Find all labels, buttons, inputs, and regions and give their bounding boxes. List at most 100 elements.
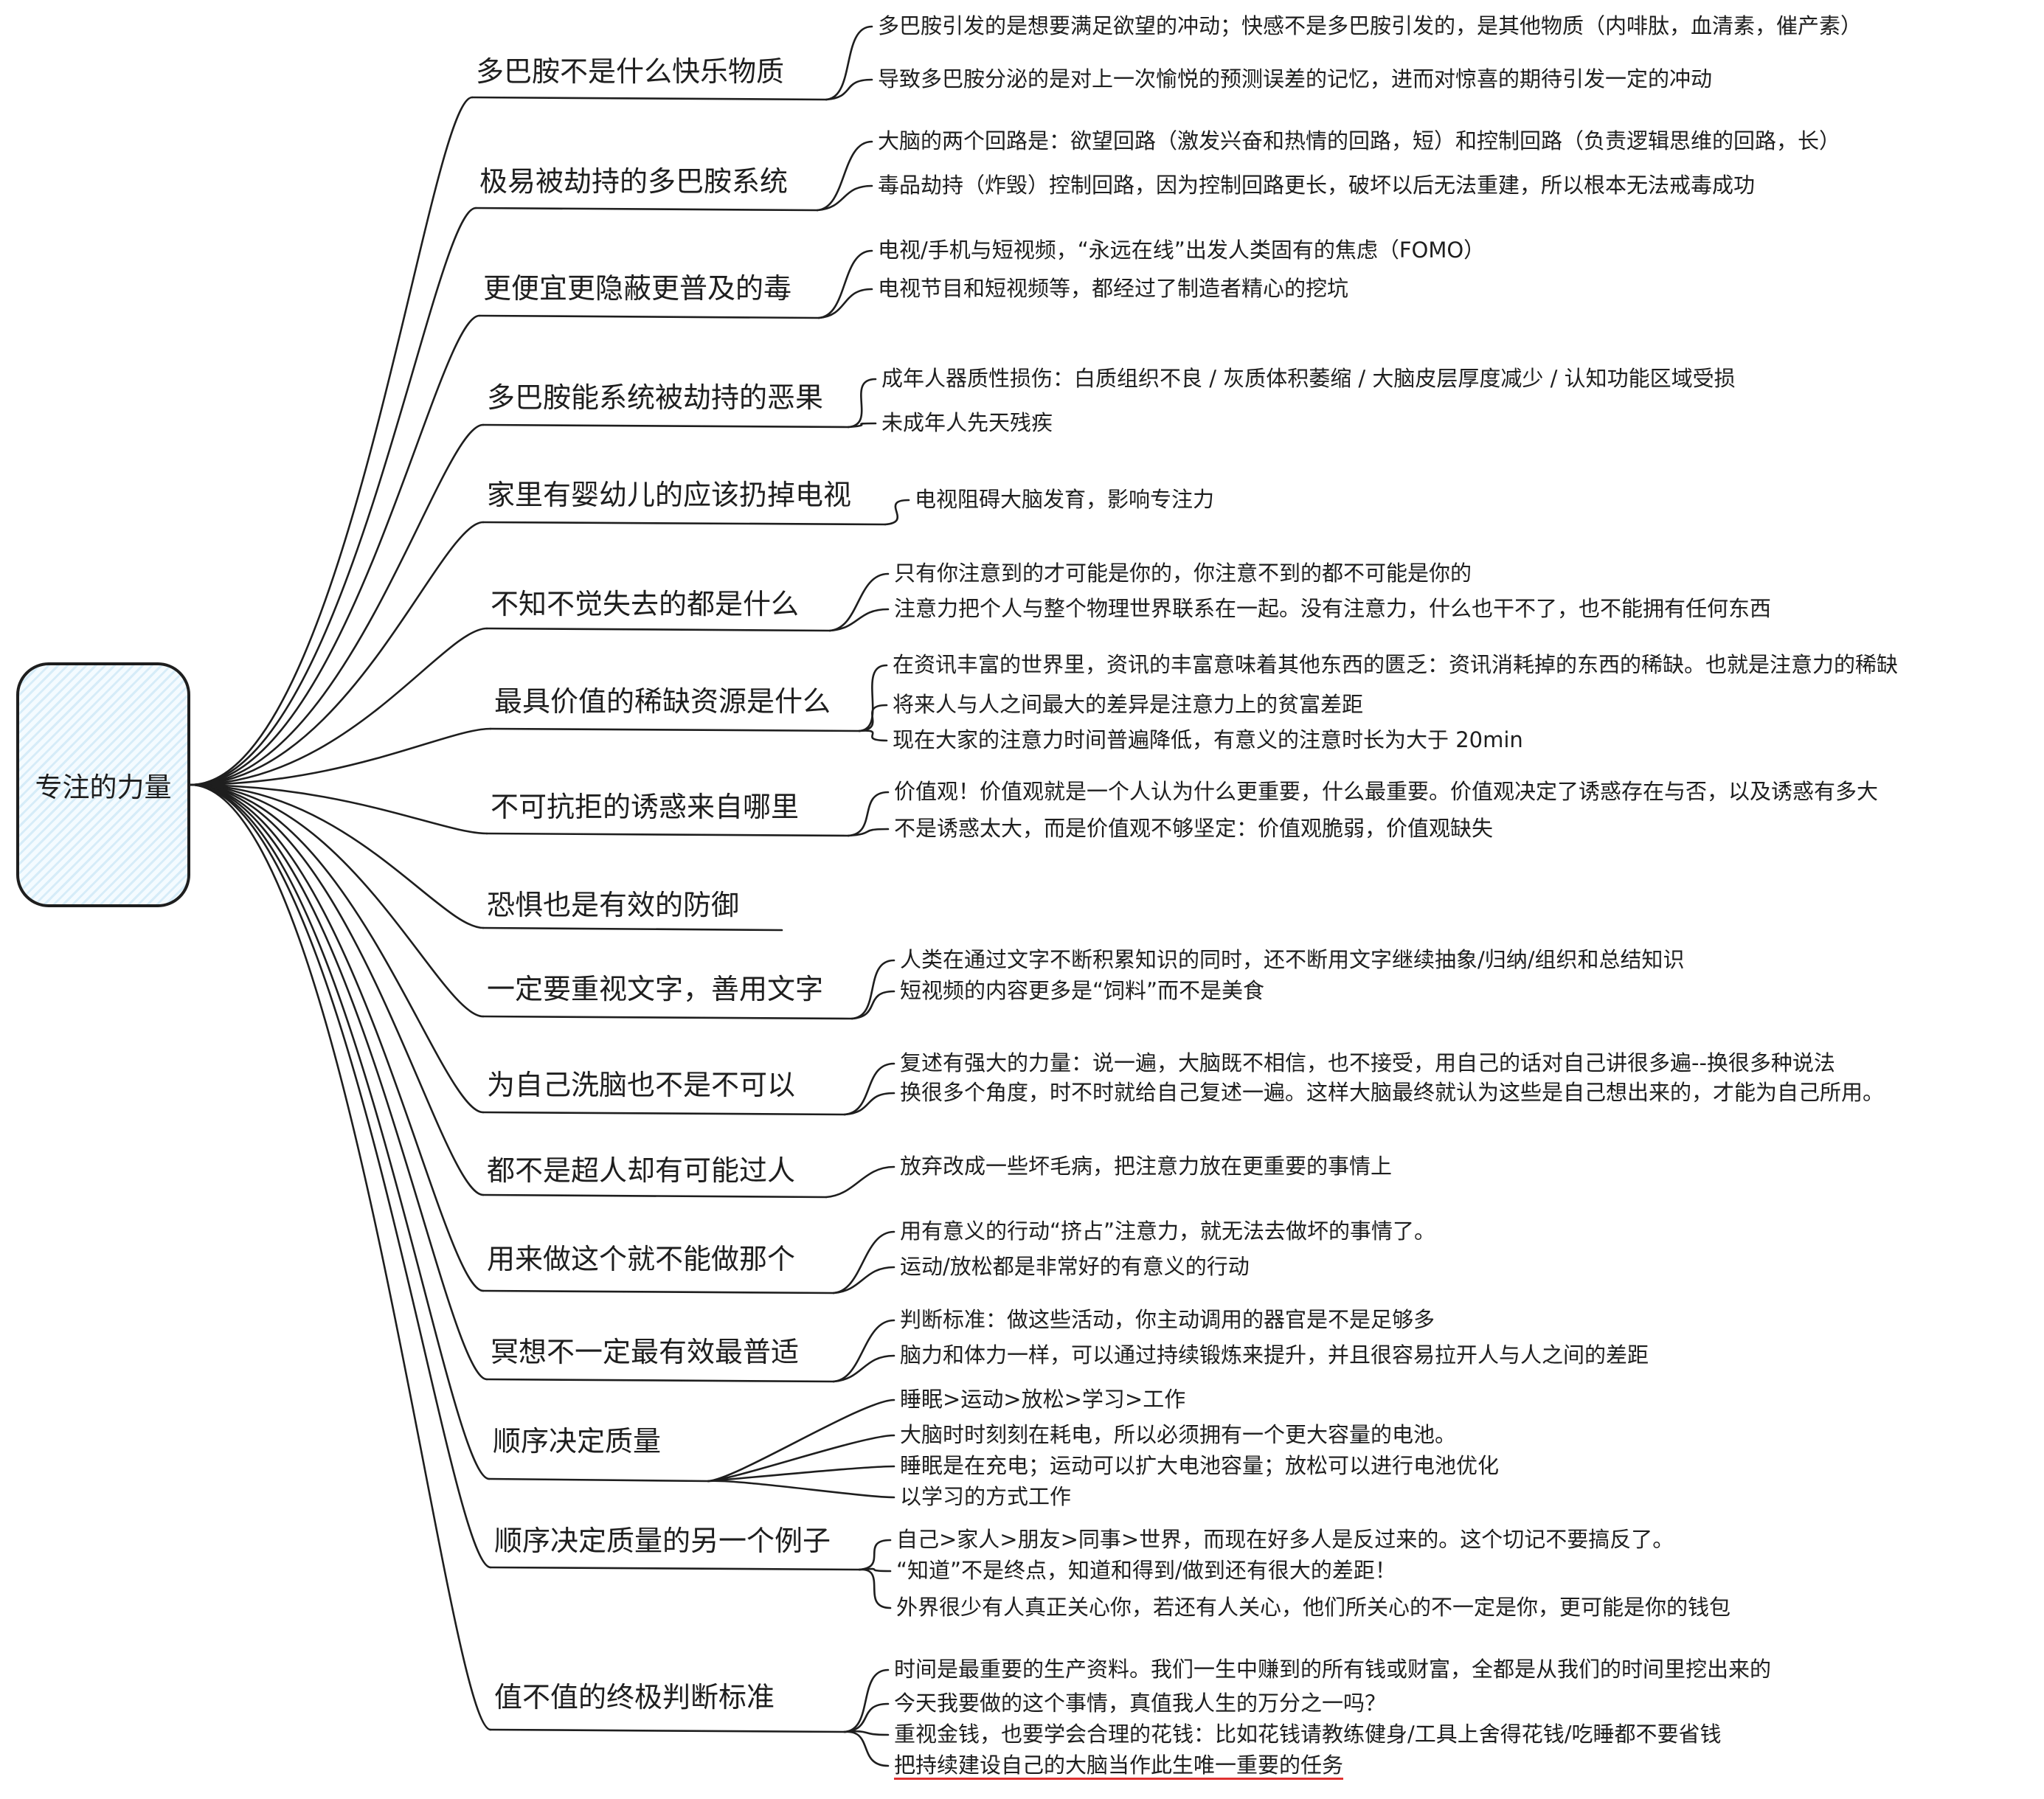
leaf-label[interactable]: 大脑时时刻刻在耗电，所以必须拥有一个更大容量的电池。 <box>900 1422 1457 1447</box>
branch-leaf-connector <box>832 1266 895 1294</box>
branch-leaf-connector <box>858 729 888 742</box>
branch-leaf-connector <box>707 1465 895 1483</box>
leaf-label[interactable]: 电视节目和短视频等，都经过了制造者精心的挖坑 <box>878 276 1349 301</box>
leaf-label[interactable]: 电视/手机与短视频，“永远在线”出发人类固有的焦虑（FOMO） <box>878 238 1486 263</box>
branch-label[interactable]: 冥想不一定最有效最普适 <box>491 1336 800 1368</box>
branch-leaf-connector <box>843 1730 890 1767</box>
branch-leaf-connector <box>832 1230 895 1294</box>
branch-leaf-connector <box>884 499 910 526</box>
leaf-label[interactable]: 导致多巴胺分泌的是对上一次愉悦的预测误差的记忆，进而对惊喜的期待引发一定的冲动 <box>878 66 1713 91</box>
leaf-label[interactable]: 将来人与人之间最大的差异是注意力上的贫富差距 <box>893 692 1364 717</box>
branch-label[interactable]: 为自己洗脑也不是不可以 <box>487 1069 796 1101</box>
branch-leaf-connector <box>707 1480 895 1499</box>
root-branch-connector <box>189 783 492 1731</box>
root-branch-connector <box>189 783 491 1480</box>
branch-label[interactable]: 值不值的终极判断标准 <box>494 1681 775 1713</box>
branch-label[interactable]: 家里有婴幼儿的应该扔掉电视 <box>487 479 852 511</box>
branch-label[interactable]: 不知不觉失去的都是什么 <box>491 588 800 620</box>
branch-leaf-connector <box>858 1568 892 1609</box>
leaf-label[interactable]: 现在大家的注意力时间普遍降低，有意义的注意时长为大于 20min <box>893 727 1523 752</box>
leaf-label[interactable]: 大脑的两个回路是：欲望回路（激发兴奋和热情的回路，短）和控制回路（负责逻辑思维的… <box>878 128 1841 153</box>
leaf-label[interactable]: 多巴胺引发的是想要满足欲望的冲动；快感不是多巴胺引发的，是其他物质（内啡肽，血清… <box>878 13 1863 38</box>
branch-label[interactable]: 顺序决定质量 <box>493 1425 662 1457</box>
leaf-label[interactable]: 放弃改成一些坏毛病，把注意力放在更重要的事情上 <box>900 1154 1393 1179</box>
leaf-label[interactable]: 电视阻碍大脑发育，影响专注力 <box>915 487 1215 512</box>
branch-leaf-connector <box>843 1702 890 1733</box>
branch-underline <box>482 423 850 429</box>
leaf-label[interactable]: 注意力把个人与整个物理世界联系在一起。没有注意力，什么也干不了，也不能拥有任何东… <box>894 596 1772 621</box>
branch-leaf-connector <box>847 422 877 429</box>
root-branch-connector <box>189 783 492 1569</box>
branch-label[interactable]: 不可抗拒的诱惑来自哪里 <box>491 791 800 823</box>
leaf-label[interactable]: 换很多个角度，时不时就给自己复述一遍。这样大脑最终就认为这些是自己想出来的，才能… <box>900 1080 1885 1105</box>
root-node[interactable]: 专注的力量 <box>16 662 190 907</box>
leaf-label[interactable]: 时间是最重要的生产资料。我们一生中赚到的所有钱或财富，全都是从我们的时间里挖出来… <box>894 1657 1772 1682</box>
leaf-label[interactable]: 短视频的内容更多是“饲料”而不是美食 <box>900 978 1265 1003</box>
leaf-label[interactable]: 人类在通过文字不断积累知识的同时，还不断用文字继续抽象/归纳/组织和总结知识 <box>900 947 1685 972</box>
leaf-label[interactable]: 睡眠是在充电；运动可以扩大电池容量；放松可以进行电池优化 <box>900 1453 1500 1478</box>
branch-leaf-connector <box>707 1398 895 1483</box>
leaf-label[interactable]: 外界很少有人真正关心你，若还有人关心，他们所关心的不一定是你，更可能是你的钱包 <box>896 1595 1731 1620</box>
leaf-label[interactable]: 价值观！价值观就是一个人认为什么更重要，什么最重要。价值观决定了诱惑存在与否，以… <box>894 779 1879 804</box>
branch-leaf-connector <box>825 78 873 101</box>
leaf-label[interactable]: 判断标准：做这些活动，你主动调用的器官是不是足够多 <box>900 1307 1435 1332</box>
leaf-label[interactable]: 在资讯丰富的世界里，资讯的丰富意味着其他东西的匮乏：资讯消耗掉的东西的稀缺。也就… <box>893 652 1899 677</box>
branch-leaf-connector <box>825 1165 895 1199</box>
root-branch-connector <box>189 783 485 1196</box>
branch-label[interactable]: 极易被劫持的多巴胺系统 <box>479 165 789 198</box>
root-branch-connector <box>189 314 481 786</box>
branch-leaf-connector <box>858 1539 892 1571</box>
leaf-label[interactable]: 自己>家人>朋友>同事>世界，而现在好多人是反过来的。这个切记不要搞反了。 <box>896 1527 1674 1552</box>
leaf-label[interactable]: 运动/放松都是非常好的有意义的行动 <box>900 1254 1250 1279</box>
root-label: 专注的力量 <box>35 772 172 803</box>
branch-underline <box>482 521 887 526</box>
branch-leaf-connector <box>843 1062 895 1116</box>
leaf-label[interactable]: 重视金钱，也要学会合理的花钱：比如花钱请教练健身/工具上舍得花钱/吃睡都不要省钱 <box>894 1722 1722 1747</box>
branch-underline <box>478 314 820 319</box>
root-branch-connector <box>189 783 488 1381</box>
leaf-label[interactable]: 用有意义的行动“挤占”注意力，就无法去做坏的事情了。 <box>900 1219 1436 1244</box>
branch-leaf-connector <box>816 140 873 212</box>
leaf-label[interactable]: “知道”不是终点，知道和得到/做到还有很大的差距！ <box>896 1558 1396 1583</box>
branch-underline <box>482 1015 853 1020</box>
leaf-label[interactable]: 复述有强大的力量：说一遍，大脑既不相信，也不接受，用自己的话对自己讲很多遍--换… <box>900 1050 1835 1075</box>
branch-label[interactable]: 顺序决定质量的另一个例子 <box>494 1525 831 1557</box>
branch-label[interactable]: 一定要重视文字，善用文字 <box>487 973 824 1005</box>
branch-underline <box>485 832 850 837</box>
leaf-label[interactable]: 脑力和体力一样，可以通过持续锻炼来提升，并且很容易拉开人与人之间的差距 <box>900 1342 1649 1368</box>
branch-label[interactable]: 更便宜更隐蔽更普及的毒 <box>483 272 792 305</box>
branch-leaf-connector <box>847 828 890 837</box>
branch-leaf-connector <box>707 1434 895 1483</box>
branch-underline <box>489 727 861 732</box>
branch-leaf-connector <box>858 1567 892 1573</box>
root-branch-connector <box>189 423 485 786</box>
leaf-label[interactable]: 毒品劫持（炸毁）控制回路，因为控制回路更长，破坏以后无法重建，所以根本无法戒毒成… <box>878 173 1756 198</box>
branch-leaf-connector <box>832 1354 895 1383</box>
branch-label[interactable]: 最具价值的稀缺资源是什么 <box>494 685 831 718</box>
leaf-label[interactable]: 成年人器质性损伤：白质组织不良 / 灰质体积萎缩 / 大脑皮层厚度减少 / 认知… <box>881 366 1736 391</box>
root-branch-connector <box>189 783 485 1114</box>
branch-label[interactable]: 多巴胺能系统被劫持的恶果 <box>487 381 824 414</box>
branch-underline <box>471 96 828 101</box>
branch-leaf-connector <box>843 1092 895 1116</box>
branch-underline <box>485 627 831 632</box>
branch-leaf-connector <box>847 791 890 837</box>
leaf-label[interactable]: 今天我要做的这个事情，真值我人生的万分之一吗？ <box>894 1691 1387 1716</box>
leaf-label[interactable]: 只有你注意到的才可能是你的，你注意不到的都不可能是你的 <box>894 561 1472 586</box>
leaf-label[interactable]: 不是诱惑太大，而是价值观不够坚定：价值观脆弱，价值观缺失 <box>894 816 1494 841</box>
root-branch-connector <box>189 783 485 1292</box>
leaf-label[interactable]: 未成年人先天残疾 <box>881 410 1053 435</box>
leaf-label[interactable]: 以学习的方式工作 <box>900 1484 1072 1509</box>
leaf-label[interactable]: 把持续建设自己的大脑当作此生唯一重要的任务 <box>894 1753 1344 1778</box>
branch-leaf-connector <box>816 184 873 212</box>
branch-underline <box>489 1566 861 1571</box>
leaf-label[interactable]: 睡眠>运动>放松>学习>工作 <box>900 1387 1186 1412</box>
branch-label[interactable]: 用来做这个就不能做那个 <box>487 1243 796 1275</box>
branch-underline <box>489 1728 846 1733</box>
branch-label[interactable]: 多巴胺不是什么快乐物质 <box>476 55 785 88</box>
root-branch-connector <box>189 207 477 786</box>
branch-label[interactable]: 恐惧也是有效的防御 <box>487 889 740 921</box>
branch-label[interactable]: 都不是超人却有可能过人 <box>487 1154 796 1187</box>
